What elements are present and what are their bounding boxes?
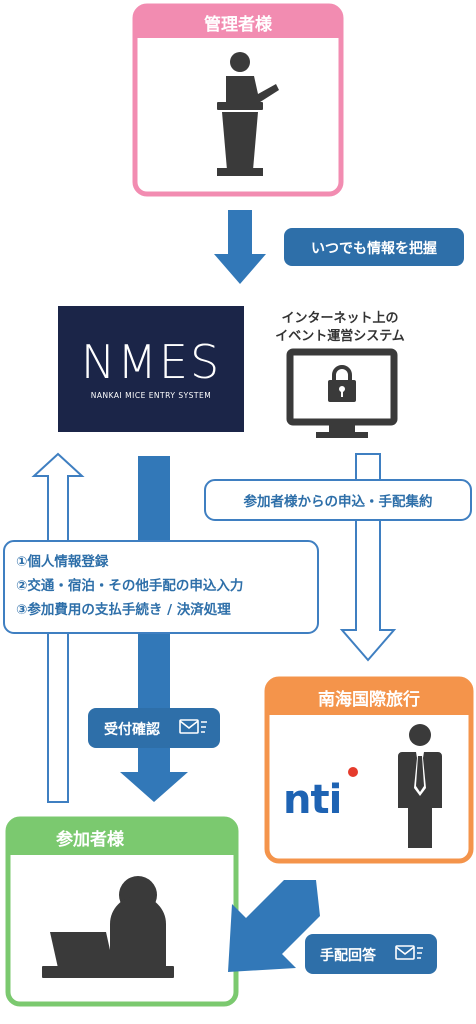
businessman-icon: [398, 724, 442, 848]
nmes-logo-text: NMES: [81, 335, 221, 389]
arrow-nti-to-participant: [228, 880, 320, 972]
steps-box: ①個人情報登録 ②交通・宿泊・その他手配の申込入力 ③参加費用の支払手続き / …: [3, 540, 319, 634]
reply-badge: 手配回答: [305, 934, 437, 974]
receipt-badge: 受付確認: [88, 708, 220, 748]
nti-title: 南海国際旅行: [318, 689, 420, 710]
collect-badge: 参加者様からの申込・手配集約: [204, 479, 472, 521]
mail-icon: [179, 719, 207, 734]
admin-title: 管理者様: [204, 14, 273, 35]
info-badge-label: いつでも情報を把握: [311, 240, 437, 257]
nmes-subtitle: NANKAI MICE ENTRY SYSTEM: [91, 391, 211, 400]
person-at-laptop-icon: [42, 876, 174, 978]
collect-badge-label: 参加者様からの申込・手配集約: [244, 493, 433, 510]
locked-monitor-icon: [286, 348, 398, 438]
step-1: ①個人情報登録: [16, 553, 109, 570]
reply-badge-label: 手配回答: [320, 947, 377, 964]
internet-system: インターネット上の イベント運営システム: [275, 311, 405, 438]
admin-box: 管理者様: [132, 3, 344, 197]
receipt-badge-label: 受付確認: [104, 721, 160, 738]
nti-logo-text: nti: [283, 777, 341, 823]
step-3: ③参加費用の支払手続き / 決済処理: [16, 601, 231, 618]
speaker-podium-icon: [217, 52, 279, 176]
step-2: ②交通・宿泊・その他手配の申込入力: [16, 577, 243, 594]
participant-box: 参加者様: [5, 816, 239, 1007]
arrow-admin-to-nmes: [214, 210, 266, 284]
info-badge: いつでも情報を把握: [284, 228, 464, 266]
nmes-logo: NMES NANKAI MICE ENTRY SYSTEM: [58, 306, 244, 432]
nti-logo: nti: [283, 767, 358, 823]
internet-label-line1: インターネット上の: [281, 311, 398, 326]
nti-box: 南海国際旅行 nti: [264, 676, 474, 864]
participant-title: 参加者様: [56, 829, 125, 850]
mail-icon: [395, 945, 423, 960]
internet-label-line2: イベント運営システム: [275, 328, 405, 344]
